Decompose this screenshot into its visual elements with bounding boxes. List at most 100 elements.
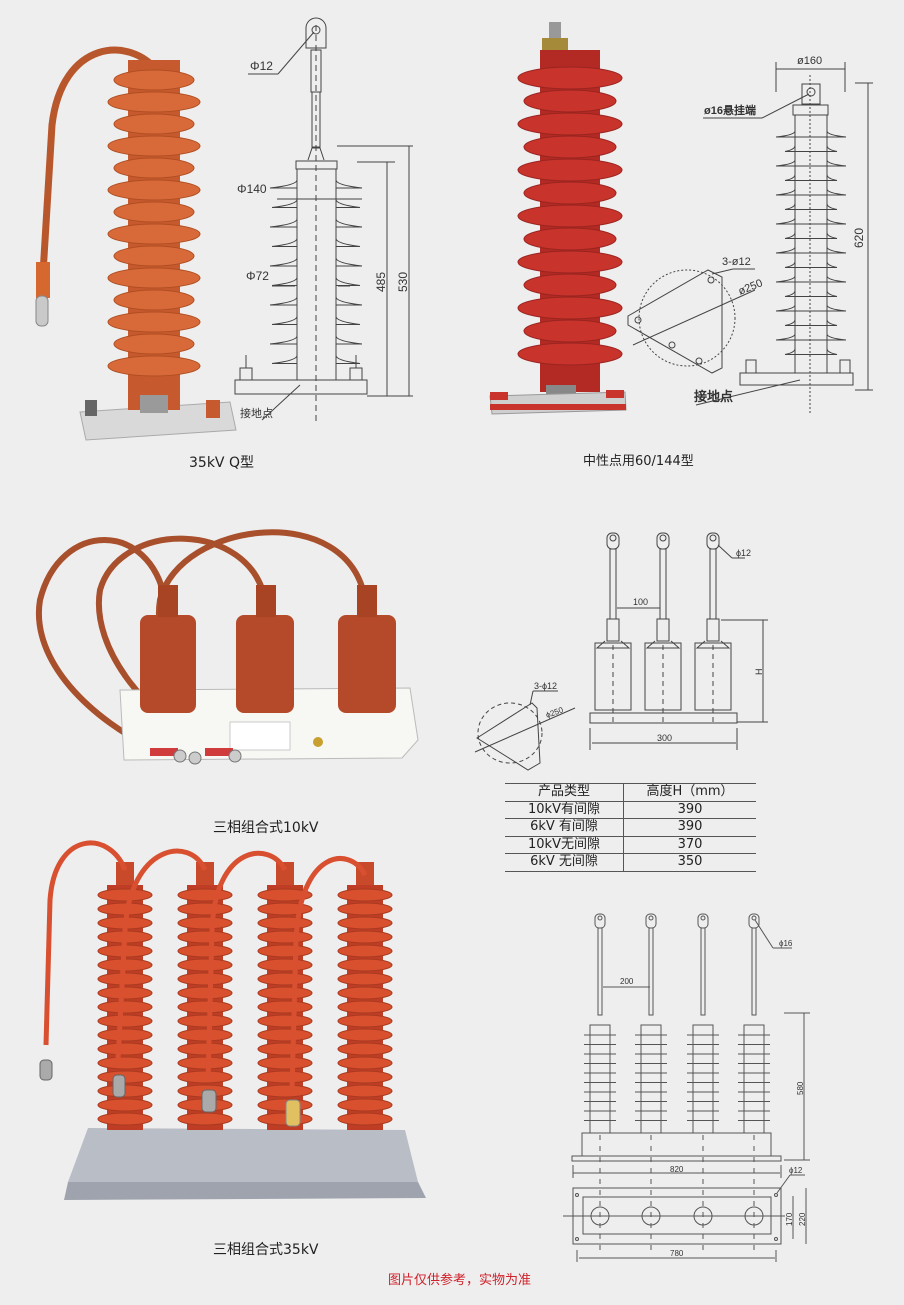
shed <box>257 916 313 930</box>
shed <box>257 944 313 958</box>
shed-outline <box>775 217 847 225</box>
shed <box>523 319 617 343</box>
shed <box>257 986 313 1000</box>
shed <box>107 267 201 289</box>
rod <box>597 927 603 1016</box>
photo-35kv-q-arrester <box>35 46 237 441</box>
shed <box>523 227 617 251</box>
caption-35kv-q: 35kV Q型 <box>189 455 254 471</box>
shed <box>113 333 195 355</box>
dim-inner-width: 170 <box>785 1212 794 1226</box>
shed <box>257 902 313 916</box>
shed <box>97 986 153 1000</box>
shed <box>337 1098 393 1112</box>
height-cell: 390 <box>623 818 756 837</box>
shed-outline <box>271 238 361 247</box>
shed <box>337 1112 393 1126</box>
shed <box>337 902 393 916</box>
shed <box>337 958 393 972</box>
drawing-neutral <box>627 62 873 415</box>
shed <box>257 958 313 972</box>
dim-base-circle: ϕ250 <box>545 705 565 720</box>
shed <box>107 311 201 333</box>
shed <box>97 1098 153 1112</box>
eye-hole <box>597 915 603 921</box>
photo-three-phase-35kv <box>39 840 426 1200</box>
shed-outline <box>784 232 838 239</box>
top-cap <box>196 862 214 892</box>
bellows <box>706 618 720 642</box>
eye-hole <box>709 534 717 542</box>
shed <box>337 1014 393 1028</box>
shed-outline <box>269 296 363 306</box>
shed <box>113 245 195 267</box>
shed <box>177 958 233 972</box>
shed <box>517 296 623 320</box>
shed <box>337 888 393 902</box>
shed <box>337 1084 393 1098</box>
shed-outline <box>784 145 838 152</box>
shed-outline <box>775 333 847 341</box>
shed <box>337 986 393 1000</box>
dim-eye: ϕ16 <box>779 939 793 948</box>
shed-outline <box>784 261 838 268</box>
eye-hole <box>609 534 617 542</box>
height-cell: 350 <box>623 853 756 872</box>
shed <box>113 69 195 91</box>
top-cap <box>276 862 294 892</box>
drawing-three-phase-35kv <box>563 913 810 1262</box>
shed <box>107 223 201 245</box>
shed <box>337 930 393 944</box>
dim-eye: ϕ12 <box>736 548 751 558</box>
shed <box>257 888 313 902</box>
rod <box>659 548 667 620</box>
shed-outline <box>269 335 363 345</box>
dim-core-dia: Φ72 <box>246 269 269 283</box>
dim-top-eye: Φ12 <box>250 59 273 73</box>
shed <box>257 930 313 944</box>
shed-outline <box>775 188 847 196</box>
dim-height: 580 <box>796 1081 805 1095</box>
shed <box>97 1028 153 1042</box>
dim-height-total: 530 <box>396 272 410 292</box>
rod <box>648 927 654 1016</box>
shed <box>257 1028 313 1042</box>
bellows <box>656 618 670 642</box>
caption-neutral: 中性点用60/144型 <box>583 454 694 469</box>
shed <box>177 1014 233 1028</box>
ground-point-label: 接地点 <box>694 389 733 404</box>
shed <box>177 902 233 916</box>
shed <box>97 1056 153 1070</box>
shed <box>337 1042 393 1056</box>
dim-hole: ϕ12 <box>789 1166 803 1175</box>
shed <box>523 273 617 297</box>
shed <box>257 1000 313 1014</box>
shed <box>517 342 623 366</box>
shed <box>337 916 393 930</box>
dim-width: 820 <box>670 1165 684 1174</box>
type-cell: 6kV 无间隙 <box>505 853 624 872</box>
shed-outline <box>775 304 847 312</box>
bellows <box>606 618 620 642</box>
shed <box>97 1014 153 1028</box>
shed-outline <box>775 246 847 254</box>
shed-outline <box>269 257 363 267</box>
shed-outline <box>784 290 838 297</box>
eye-hole <box>751 915 757 921</box>
type-cell: 10kV无间隙 <box>505 835 624 854</box>
table-header: 产品类型 <box>505 783 624 802</box>
shed <box>177 1056 233 1070</box>
height-cell: 390 <box>623 800 756 819</box>
shed <box>177 916 233 930</box>
shed <box>177 888 233 902</box>
rod <box>609 548 617 620</box>
shed <box>107 355 201 377</box>
shed <box>257 1042 313 1056</box>
shed <box>97 1042 153 1056</box>
shed <box>517 112 623 136</box>
dim-height-inner: 485 <box>374 272 388 292</box>
